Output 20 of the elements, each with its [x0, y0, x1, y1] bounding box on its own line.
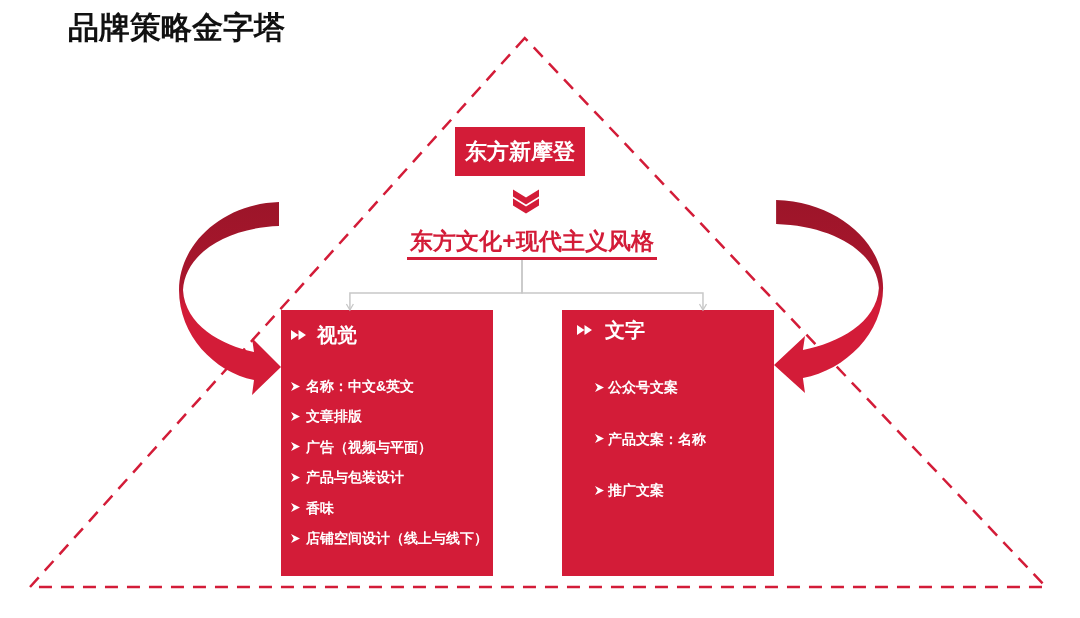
diagram-title: 品牌策略金字塔 — [68, 9, 285, 47]
content-panel — [562, 310, 774, 576]
panel-heading: 视觉 — [317, 323, 357, 348]
list-item: 名称：中文&英文 — [306, 377, 415, 396]
double-chevron-arrow — [513, 189, 539, 214]
list-item: 公众号文案 — [608, 378, 678, 397]
list-item: 产品与包装设计 — [306, 468, 404, 488]
content-panel — [281, 310, 493, 576]
curved-arrow — [774, 200, 884, 393]
underlined-heading: 东方文化+现代主义风格 — [407, 227, 657, 260]
list-item: 店铺空间设计（线上与线下） — [306, 529, 488, 548]
connector-arrow — [521, 259, 708, 311]
curved-arrow — [179, 202, 281, 395]
list-item: 文章排版 — [306, 407, 362, 427]
panel-heading: 文字 — [605, 318, 645, 343]
list-item: 产品文案：名称 — [608, 429, 706, 449]
list-item: 推广文案 — [608, 481, 664, 500]
list-item: 香味 — [306, 498, 334, 518]
concept-box: 东方新摩登 — [455, 127, 585, 176]
list-item: 广告（视频与平面） — [306, 437, 432, 457]
